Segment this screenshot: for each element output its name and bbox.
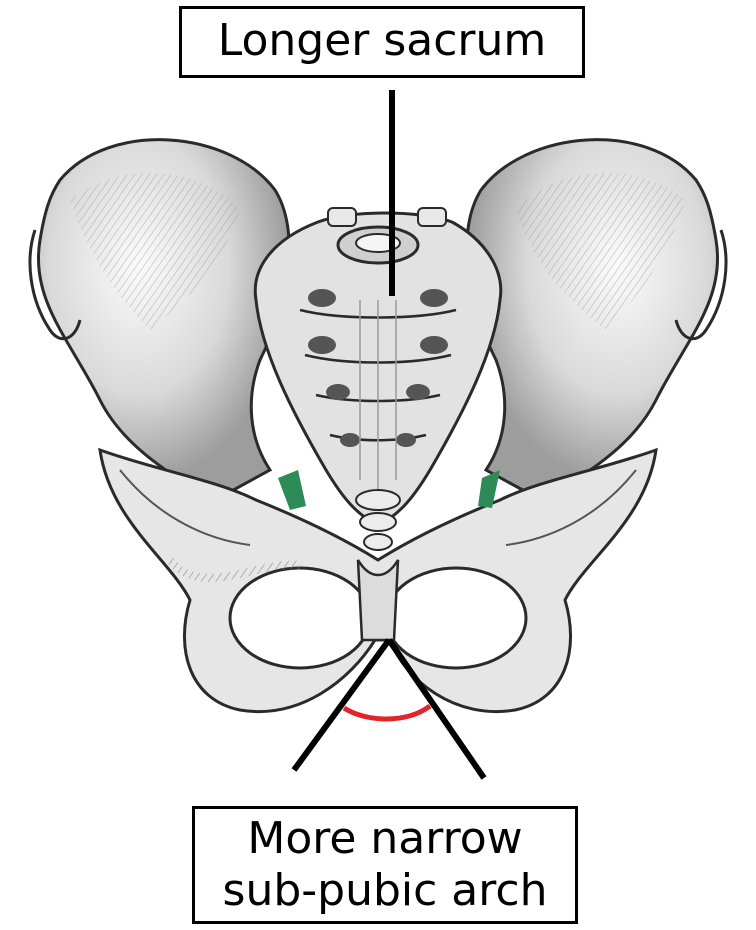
coccyx [356, 490, 400, 550]
left-ilium [30, 140, 289, 500]
arch-label-line1: More narrow [195, 813, 575, 865]
sub-pubic-arch-label: More narrow sub-pubic arch [192, 806, 578, 924]
arch-label-line2: sub-pubic arch [195, 865, 575, 917]
left-obturator-foramen [230, 568, 370, 668]
right-ilium [467, 140, 726, 500]
sacrum-label-text: Longer sacrum [218, 15, 547, 66]
sub-pubic-arch-angle-arc [344, 706, 430, 719]
right-obturator-foramen [386, 568, 526, 668]
left-ligament-highlight [278, 470, 306, 510]
sacrum-label: Longer sacrum [179, 6, 585, 78]
